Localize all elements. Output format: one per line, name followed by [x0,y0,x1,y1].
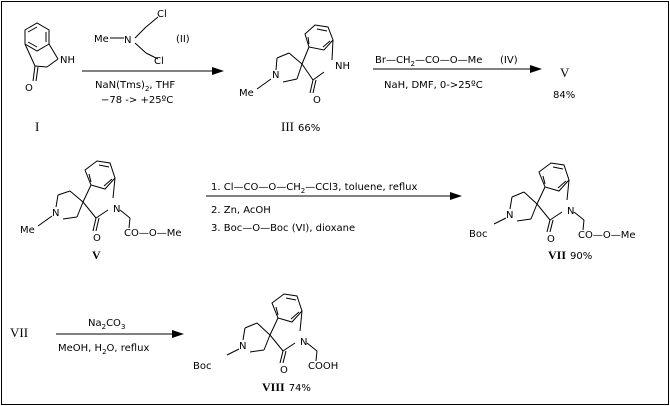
step-3-line-1: 1. Cl—CO—O—CH2—CCl3, toluene, reflux [211,182,417,195]
compound-VIII-structure [226,293,318,364]
compound-V-o: O [93,233,101,244]
compound-III-structure [256,24,334,94]
step-2-yield: 84% [553,90,575,101]
arrow-4-reagent: Na2CO3 [88,318,125,331]
arrow-2-conditions: NaH, DMF, 0->25ºC [384,80,483,91]
compound-VII-ref: VII [10,325,28,340]
compound-I-label: I [35,119,39,134]
compound-I-structure [24,22,59,82]
compound-III-me: Me [239,88,254,99]
arrow-1-temp: −78 -> +25ºC [101,95,173,106]
compound-III-o: O [313,95,321,106]
arrow-3-head [450,192,462,200]
compound-V-label: V [92,248,101,262]
arrow-4-head [172,330,184,338]
compound-V-me: Me [20,225,35,236]
compound-VIII-boc: Boc [193,361,211,372]
reagent-II-label: (II) [176,34,190,45]
compound-III-nh: NH [335,61,350,72]
reagent-II-n: N [124,35,131,46]
compound-III-n: N [272,70,279,81]
compound-V-ester: CO—O—Me [124,228,182,239]
compound-V-structure [37,160,131,232]
step-3-line-2: 2. Zn, AcOH [211,205,271,216]
reagent-II-structure [110,16,159,60]
compound-VIII-o: O [280,365,288,376]
step-3-line-3: 3. Boc—O—Boc (VI), dioxane [211,223,355,234]
reagent-IV-label: (IV) [500,55,518,66]
compound-VII-boc: Boc [469,229,487,240]
compound-VII-o: O [547,234,555,245]
arrow-4-conditions: MeOH, H2O, reflux [58,343,149,356]
arrow-1-base: NaN(Tms)2, THF [95,80,175,93]
compound-VIII-acid: COOH [308,361,338,372]
compound-VII-structure [493,162,585,233]
reagent-II-cl-top: Cl [157,9,167,20]
compound-VII-n: N [567,206,574,217]
reagent-II-me: Me [94,34,109,45]
compound-VIII-n-pip: N [239,341,246,352]
compound-V-ref: V [560,65,570,80]
arrow-2-head [530,65,542,73]
compound-I-o: O [25,83,33,94]
reagent-II-cl-bottom: Cl [154,56,164,67]
arrow-1-head [212,67,224,75]
compound-V-n: N [113,204,120,215]
compound-V-n-pip: N [52,208,59,219]
compound-I-nh: NH [60,55,75,66]
compound-VIII-n: N [300,337,307,348]
compound-VII-n-pip: N [506,210,513,221]
reagent-IV-formula: Br—CH2—CO—O—Me [375,55,482,68]
compound-VII-ester: CO—O—Me [578,230,636,241]
